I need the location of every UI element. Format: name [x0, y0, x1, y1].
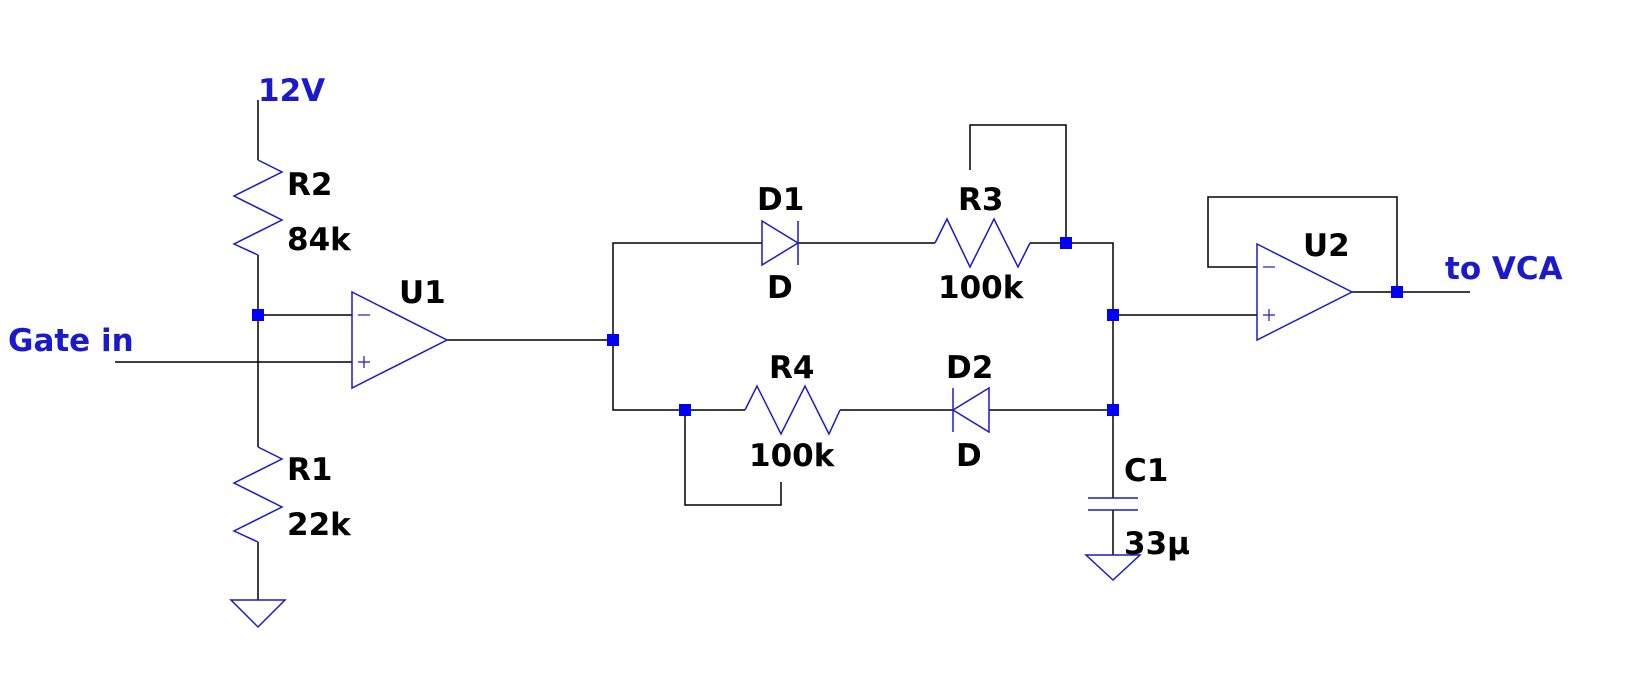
- junction-dot: [1107, 309, 1119, 321]
- resistor-r1[interactable]: R1 22k: [232, 446, 352, 543]
- d2-value: D: [956, 438, 982, 474]
- opamp-u1[interactable]: U1: [351, 275, 449, 390]
- junction-dot: [1391, 286, 1403, 298]
- diode-d1[interactable]: D1 D: [757, 182, 804, 306]
- u1-plus-sign: [358, 356, 370, 368]
- u1-ref: U1: [399, 275, 446, 311]
- opamp-u2[interactable]: U2: [1256, 228, 1354, 342]
- net-label-gate-in: Gate in: [8, 323, 134, 359]
- r4-value: 100k: [749, 438, 836, 474]
- junction-dot: [679, 404, 691, 416]
- d2-ref: D2: [946, 350, 993, 386]
- wire-r3-wiper: [969, 124, 1067, 243]
- d1-value: D: [767, 270, 793, 306]
- junctions: [252, 237, 1403, 416]
- junction-dot: [607, 334, 619, 346]
- r1-value: 22k: [287, 507, 352, 543]
- r3-ref: R3: [958, 182, 1003, 218]
- r2-ref: R2: [287, 167, 332, 203]
- wires: [115, 100, 1470, 600]
- r2-value: 84k: [287, 222, 352, 258]
- r4-ref: R4: [769, 350, 814, 386]
- r3-value: 100k: [938, 270, 1025, 306]
- resistor-r4[interactable]: R4 100k: [744, 350, 841, 474]
- resistor-r2[interactable]: R2 84k: [232, 159, 352, 258]
- wire-r4-wiper: [684, 410, 782, 506]
- wire-u2-feedback: [1207, 196, 1398, 292]
- diode-d2[interactable]: D2 D: [946, 350, 993, 474]
- net-label-12v: 12V: [258, 73, 325, 109]
- junction-dot: [1107, 404, 1119, 416]
- wire-r3-to-right-node: [1030, 242, 1114, 410]
- d1-ref: D1: [757, 182, 804, 218]
- c1-ref: C1: [1124, 453, 1168, 489]
- resistor-r3[interactable]: R3 100k: [934, 182, 1031, 306]
- wire-lower-branch-left: [612, 340, 745, 411]
- u2-ref: U2: [1303, 228, 1350, 264]
- net-label-to-vca: to VCA: [1445, 251, 1563, 287]
- junction-dot: [252, 309, 264, 321]
- ground-icon: [1084, 554, 1142, 582]
- ground-icon: [229, 599, 287, 629]
- wire-upper-branch-left: [612, 242, 762, 340]
- junction-dot: [1060, 237, 1072, 249]
- u2-plus-sign: [1263, 309, 1275, 321]
- capacitor-c1[interactable]: C1 33µ: [1088, 453, 1190, 562]
- r1-ref: R1: [287, 452, 332, 488]
- c1-value: 33µ: [1124, 526, 1190, 562]
